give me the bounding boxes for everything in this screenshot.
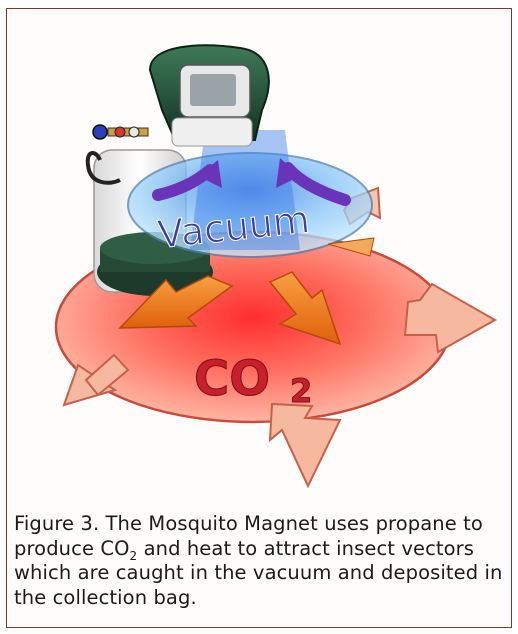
co2-label-subscript: 2 xyxy=(290,372,312,410)
outward-arrow-bottom xyxy=(270,404,340,486)
device-head xyxy=(150,45,269,146)
figure-caption: Figure 3. The Mosquito Magnet uses propa… xyxy=(14,512,504,610)
co2-label-main: CO xyxy=(194,351,270,407)
